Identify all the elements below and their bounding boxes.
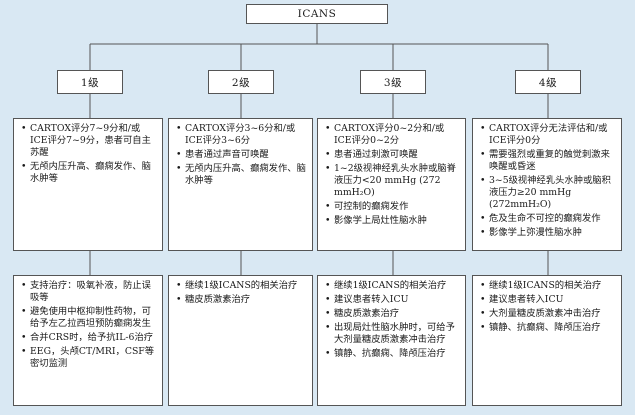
treatment-item: 糖皮质激素治疗 (325, 308, 460, 320)
grade-1-treatment-list: 支持治疗：吸氧补液，防止误吸等 避免使用中枢抑制性药物，可给予左乙拉西坦预防癫痫… (21, 280, 157, 370)
grade-2-node: 2级 (208, 70, 274, 94)
assessment-item: 无颅内压升高、癫痫发作、脑水肿等 (21, 161, 157, 185)
root-node-label: ICANS (297, 8, 337, 20)
treatment-item: 出现局灶性脑水肿时，可给予大剂量糖皮质激素冲击治疗 (325, 322, 460, 346)
grade-3-treatment-list: 继续1级ICANS的相关治疗 建议患者转入ICU 糖皮质激素治疗 出现局灶性脑水… (325, 280, 460, 360)
grade-4-assessment-list: CARTOX评分无法评估和/或ICE评分0分 需要强烈或重复的触觉刺激来唤醒或昏… (480, 123, 616, 239)
treatment-item: 糖皮质激素治疗 (176, 294, 307, 306)
assessment-item: 患者通过声音可唤醒 (176, 149, 307, 161)
grade-3-assessment-list: CARTOX评分0~2分和/或ICE评分0~2分 患者通过刺激可唤醒 1~2级视… (325, 123, 460, 227)
assessment-item: 患者通过刺激可唤醒 (325, 149, 460, 161)
assessment-item: 无颅内压升高、癫痫发作、脑水肿等 (176, 163, 307, 187)
treatment-item: 建议患者转入ICU (325, 294, 460, 306)
grade-2-treatment-box: 继续1级ICANS的相关治疗 糖皮质激素治疗 (168, 275, 313, 406)
treatment-item: 镇静、抗癫痫、降颅压治疗 (325, 348, 460, 360)
grade-4-treatment-box: 继续1级ICANS的相关治疗 建议患者转入ICU 大剂量糖皮质激素冲击治疗 镇静… (472, 275, 622, 406)
grade-3-assessment-box: CARTOX评分0~2分和/或ICE评分0~2分 患者通过刺激可唤醒 1~2级视… (317, 118, 466, 251)
assessment-item: CARTOX评分0~2分和/或ICE评分0~2分 (325, 123, 460, 147)
grade-1-treatment-box: 支持治疗：吸氧补液，防止误吸等 避免使用中枢抑制性药物，可给予左乙拉西坦预防癫痫… (13, 275, 163, 406)
grade-2-label: 2级 (231, 76, 251, 89)
grade-3-treatment-box: 继续1级ICANS的相关治疗 建议患者转入ICU 糖皮质激素治疗 出现局灶性脑水… (317, 275, 466, 406)
assessment-item: CARTOX评分7~9分和/或ICE评分7~9分，患者可自主苏醒 (21, 123, 157, 159)
assessment-item: 需要强烈或重复的触觉刺激来唤醒或昏迷 (480, 149, 616, 173)
assessment-item: CARTOX评分3~6分和/或ICE评分3~6分 (176, 123, 307, 147)
assessment-item: 影像学上局灶性脑水肿 (325, 215, 460, 227)
assessment-item: 1~2级视神经乳头水肿或脑脊液压力<20 mmHg (272 mmH₂O) (325, 163, 460, 199)
root-node-icans: ICANS (246, 4, 388, 24)
grade-2-assessment-box: CARTOX评分3~6分和/或ICE评分3~6分 患者通过声音可唤醒 无颅内压升… (168, 118, 313, 251)
assessment-item: 3~5级视神经乳头水肿或脑积液压力≥20 mmHg (272mmH₂O) (480, 175, 616, 211)
grade-4-treatment-list: 继续1级ICANS的相关治疗 建议患者转入ICU 大剂量糖皮质激素冲击治疗 镇静… (480, 280, 616, 334)
treatment-item: 避免使用中枢抑制性药物，可给予左乙拉西坦预防癫痫发生 (21, 306, 157, 330)
grade-2-assessment-list: CARTOX评分3~6分和/或ICE评分3~6分 患者通过声音可唤醒 无颅内压升… (176, 123, 307, 187)
assessment-item: 影像学上弥漫性脑水肿 (480, 227, 616, 239)
grade-1-label: 1级 (80, 76, 100, 89)
grade-1-assessment-list: CARTOX评分7~9分和/或ICE评分7~9分，患者可自主苏醒 无颅内压升高、… (21, 123, 157, 185)
grade-1-assessment-box: CARTOX评分7~9分和/或ICE评分7~9分，患者可自主苏醒 无颅内压升高、… (13, 118, 163, 251)
grade-1-node: 1级 (57, 70, 123, 94)
grade-3-node: 3级 (360, 70, 426, 94)
grade-4-label: 4级 (538, 76, 558, 89)
treatment-item: 继续1级ICANS的相关治疗 (325, 280, 460, 292)
treatment-item: 支持治疗：吸氧补液，防止误吸等 (21, 280, 157, 304)
treatment-item: 建议患者转入ICU (480, 294, 616, 306)
grade-2-treatment-list: 继续1级ICANS的相关治疗 糖皮质激素治疗 (176, 280, 307, 306)
treatment-item: 继续1级ICANS的相关治疗 (176, 280, 307, 292)
treatment-item: EEG，头颅CT/MRI，CSF等密切监测 (21, 346, 157, 370)
grade-4-assessment-box: CARTOX评分无法评估和/或ICE评分0分 需要强烈或重复的触觉刺激来唤醒或昏… (472, 118, 622, 251)
treatment-item: 镇静、抗癫痫、降颅压治疗 (480, 322, 616, 334)
assessment-item: CARTOX评分无法评估和/或ICE评分0分 (480, 123, 616, 147)
grade-4-node: 4级 (515, 70, 581, 94)
assessment-item: 可控制的癫痫发作 (325, 201, 460, 213)
treatment-item: 合并CRS时，给予抗IL-6治疗 (21, 332, 157, 344)
grade-3-label: 3级 (383, 76, 403, 89)
assessment-item: 危及生命不可控的癫痫发作 (480, 213, 616, 225)
treatment-item: 继续1级ICANS的相关治疗 (480, 280, 616, 292)
treatment-item: 大剂量糖皮质激素冲击治疗 (480, 308, 616, 320)
